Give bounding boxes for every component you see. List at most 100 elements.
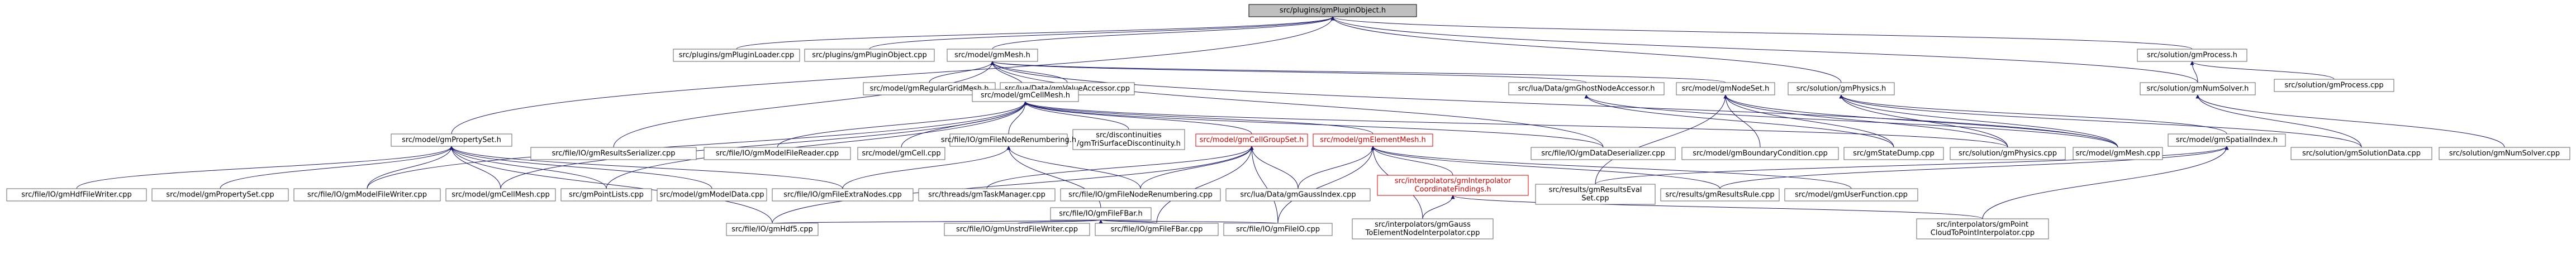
node-results-rule[interactable]: src/results/gmResultsRule.cpp xyxy=(1660,188,1780,202)
node-box xyxy=(2290,147,2432,160)
node-label: src/file/IO/gmModelFileWriter.cpp xyxy=(307,191,427,199)
edge-filefbar_cpp-to-cellgroupset_h xyxy=(1156,146,1254,224)
node-process-h[interactable]: src/solution/gmProcess.h xyxy=(2137,49,2247,62)
node-box xyxy=(293,188,441,202)
node-modeldata-cpp[interactable]: src/model/gmModelData.cpp xyxy=(657,188,767,202)
node-root[interactable]: src/plugins/gmPluginObject.h xyxy=(1248,4,1417,17)
node-box xyxy=(2439,147,2570,160)
node-loader-cpp[interactable]: src/plugins/gmPluginLoader.cpp xyxy=(673,49,800,62)
node-elementmesh-h[interactable]: src/model/gmElementMesh.h xyxy=(1313,133,1433,147)
node-data-deserializer[interactable]: src/file/IO/gmDataDeserializer.cpp xyxy=(1531,147,1676,160)
node-hdf-writer[interactable]: src/file/IO/gmHdfFileWriter.cpp xyxy=(6,188,147,202)
node-label: src/results/gmResultsRule.cpp xyxy=(1665,191,1774,199)
node-cellmesh-h[interactable]: src/model/gmCellMesh.h xyxy=(972,89,1079,102)
node-propertyset-h[interactable]: src/model/gmPropertySet.h xyxy=(391,133,512,147)
node-hdf5-cpp[interactable]: src/file/IO/gmHdf5.cpp xyxy=(726,223,819,236)
node-box xyxy=(1508,82,1665,95)
node-cellgroupset-h[interactable]: src/model/gmCellGroupSet.h xyxy=(1195,133,1308,147)
node-gauss-to-element[interactable]: src/interpolators/gmGaussToElementNodeIn… xyxy=(1352,218,1494,239)
node-label: src/file/IO/gmFileExtraNodes.cpp xyxy=(783,191,901,199)
node-pointlists[interactable]: src/gmPointLists.cpp xyxy=(560,188,652,202)
node-label: src/solution/gmNumSolver.cpp xyxy=(2449,150,2560,158)
edge-numsolver_cpp-to-numsolver_h xyxy=(2195,94,2505,148)
edge-state_dump-to-nodeset_h xyxy=(1723,94,1894,148)
node-fileio-cpp[interactable]: src/file/IO/gmFileIO.cpp xyxy=(1223,223,1333,236)
edge-filenode_renum_h-to-cellmesh_h xyxy=(1008,101,1028,135)
node-box xyxy=(1050,207,1152,221)
node-task-manager[interactable]: src/threads/gmTaskManager.cpp xyxy=(918,188,1056,202)
node-gauss-index[interactable]: src/lua/Data/gmGaussIndex.cpp xyxy=(1225,188,1371,202)
edge-extra_nodes-to-filenode_renum_h xyxy=(842,146,1011,189)
node-label: src/solution/gmPhysics.h xyxy=(1796,85,1886,93)
node-mesh-cpp[interactable]: src/model/gmMesh.cpp xyxy=(2073,147,2163,160)
node-nodeset-h[interactable]: src/model/gmNodeSet.h xyxy=(1676,82,1775,95)
node-regular-grid[interactable]: src/model/gmRegularGridMesh.h xyxy=(863,82,996,95)
edge-results_rule-to-spatialindex_h xyxy=(1719,146,2229,189)
node-property-set-cpp[interactable]: src/model/gmPropertySet.cpp xyxy=(151,188,289,202)
node-point-cloud[interactable]: src/interpolators/gmPointCloudToPointInt… xyxy=(1916,218,2049,239)
node-box xyxy=(1535,184,1656,205)
node-box xyxy=(857,147,945,160)
edge-mesh_cpp-to-mesh_h xyxy=(990,61,2118,148)
node-filefbar-h[interactable]: src/file/IO/gmFileFBar.h xyxy=(1050,207,1152,221)
node-label: src/model/gmUserFunction.cpp xyxy=(1795,191,1908,199)
edge-fileio_cpp-to-elementmesh_h xyxy=(1277,146,1375,224)
node-modelfile-reader[interactable]: src/file/IO/gmModelFileReader.cpp xyxy=(704,147,851,160)
node-extra-nodes[interactable]: src/file/IO/gmFileExtraNodes.cpp xyxy=(772,188,914,202)
node-box xyxy=(151,188,289,202)
edge-hdf5_cpp-to-propertyset_h xyxy=(449,146,773,224)
node-ghost-accessor[interactable]: src/lua/Data/gmGhostNodeAccessor.h xyxy=(1508,82,1665,95)
node-numsolver-h[interactable]: src/solution/gmNumSolver.h xyxy=(2140,82,2256,95)
node-label: src/model/gmCell.cpp xyxy=(862,150,940,158)
node-user-function[interactable]: src/model/gmUserFunction.cpp xyxy=(1784,188,1918,202)
node-box xyxy=(2140,82,2256,95)
node-label: src/file/IO/gmFileNodeRenumbering.h xyxy=(941,136,1076,145)
node-label: src/solution/gmPhysics.cpp xyxy=(1959,150,2057,158)
edges xyxy=(76,16,2505,224)
edge-extra_nodes-to-propertyset_h xyxy=(449,146,843,189)
node-modelfile-writer[interactable]: src/file/IO/gmModelFileWriter.cpp xyxy=(293,188,441,202)
node-box xyxy=(947,49,1038,62)
node-box xyxy=(530,147,697,160)
node-label: src/plugins/gmPluginLoader.cpp xyxy=(679,51,795,60)
node-box xyxy=(6,188,147,202)
node-filefbar-cpp[interactable]: src/file/IO/gmFileFBar.cpp xyxy=(1095,223,1219,236)
node-spatialindex-h[interactable]: src/model/gmSpatialIndex.h xyxy=(2168,133,2286,147)
node-box xyxy=(1531,147,1676,160)
node-coordinate-findings[interactable]: src/interpolators/gmInterpolatorCoordina… xyxy=(1377,175,1529,196)
node-modelcell-cpp[interactable]: src/model/gmCell.cpp xyxy=(857,147,945,160)
node-label: CloudToPointInterpolator.cpp xyxy=(1931,229,2035,237)
edge-regular_grid-to-mesh_h xyxy=(929,61,995,83)
edge-hdf5_cpp-to-cellgroupset_h xyxy=(772,146,1254,224)
node-boundary-condition[interactable]: src/model/gmBoundaryCondition.cpp xyxy=(1681,147,1839,160)
edge-hdf_writer-to-propertyset_h xyxy=(76,146,454,189)
node-filenode-renum-cpp[interactable]: src/file/IO/gmFileNodeRenumbering.cpp xyxy=(1060,188,1221,202)
node-physics-h[interactable]: src/solution/gmPhysics.h xyxy=(1788,82,1895,95)
node-box xyxy=(657,188,767,202)
node-box xyxy=(1660,188,1780,202)
edge-task_manager-to-cellgroupset_h xyxy=(986,146,1254,189)
node-cellmesh-cpp[interactable]: src/model/gmCellMesh.cpp xyxy=(445,188,556,202)
node-unstrd-writer[interactable]: src/file/IO/gmUnstrdFileWriter.cpp xyxy=(944,223,1090,236)
node-numsolver-cpp[interactable]: src/solution/gmNumSolver.cpp xyxy=(2439,147,2570,160)
node-process-cpp[interactable]: src/solution/gmProcess.cpp xyxy=(2274,79,2394,92)
node-object-cpp[interactable]: src/plugins/gmPluginObject.cpp xyxy=(804,49,935,62)
edge-user_function-to-elementmesh_h xyxy=(1371,146,1852,189)
node-label: src/model/gmPropertySet.cpp xyxy=(166,191,274,199)
node-results-serializer[interactable]: src/file/IO/gmResultsSerializer.cpp xyxy=(530,147,697,160)
node-label: src/solution/gmProcess.cpp xyxy=(2284,82,2383,90)
node-physics-cpp[interactable]: src/solution/gmPhysics.cpp xyxy=(1950,147,2066,160)
edge-filenode_renum_cpp-to-filenode_renum_h xyxy=(1006,146,1141,189)
node-box xyxy=(1095,223,1219,236)
node-label: src/file/IO/gmModelFileReader.cpp xyxy=(716,150,839,158)
edge-coordinate_findings-to-elementmesh_h xyxy=(1371,146,1453,176)
node-discontinuities[interactable]: src/discontinuities/gmTriSurfaceDisconti… xyxy=(1072,129,1185,150)
node-label: src/model/gmElementMesh.h xyxy=(1320,136,1426,145)
node-box xyxy=(1950,147,2066,160)
node-solution-data[interactable]: src/solution/gmSolutionData.cpp xyxy=(2290,147,2432,160)
node-state-dump[interactable]: src/gmStateDump.cpp xyxy=(1843,147,1944,160)
node-filenode-renum-h[interactable]: src/file/IO/gmFileNodeRenumbering.h xyxy=(941,133,1076,147)
node-mesh-h[interactable]: src/model/gmMesh.h xyxy=(947,49,1038,62)
edge-data_deserializer-to-cellmesh_h xyxy=(1023,101,1604,148)
